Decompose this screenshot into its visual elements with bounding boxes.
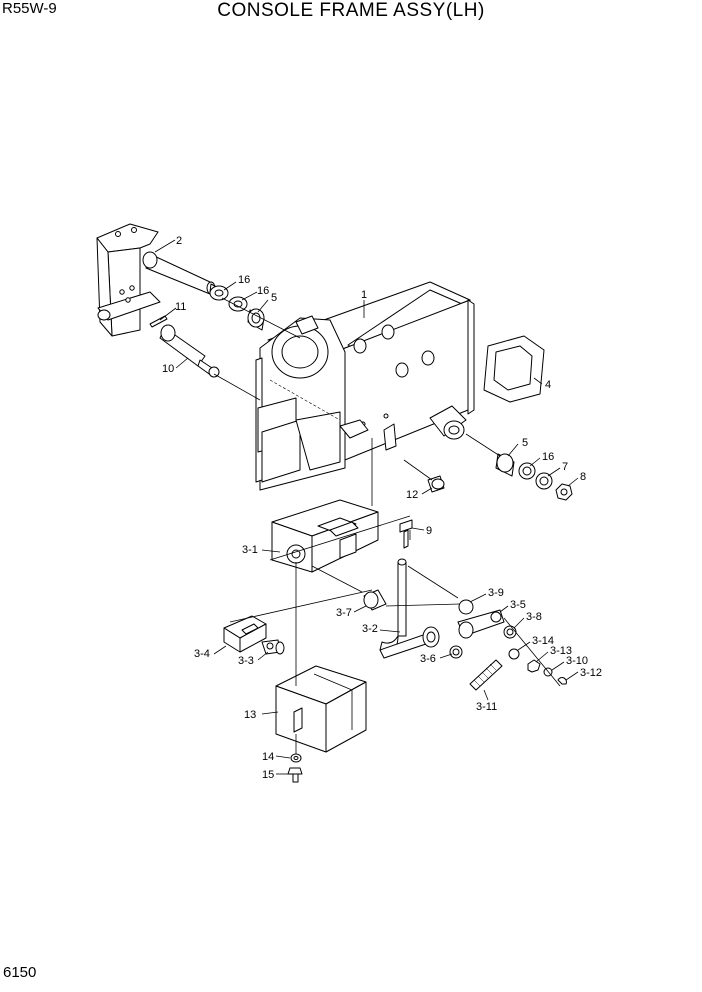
callout-5-upper: 5 bbox=[271, 292, 277, 304]
callout-8: 8 bbox=[580, 471, 586, 483]
part-2-bracket bbox=[96, 223, 223, 337]
callout-3-3: 3-3 bbox=[238, 655, 254, 667]
part-4-grommet bbox=[483, 335, 545, 403]
part-3-1-bracket bbox=[271, 499, 379, 573]
callout-3-5: 3-5 bbox=[510, 599, 526, 611]
part-3-5-link bbox=[457, 609, 505, 639]
part-3-7-bushing bbox=[363, 589, 387, 611]
callout-5-lower: 5 bbox=[522, 437, 528, 449]
callout-1: 1 bbox=[361, 289, 367, 301]
part-14-washer bbox=[290, 753, 302, 763]
callout-12: 12 bbox=[406, 489, 418, 501]
part-3-4-switch bbox=[223, 615, 267, 653]
part-3-11-spring bbox=[469, 659, 503, 691]
callout-16-lower: 16 bbox=[542, 451, 554, 463]
callout-3-8: 3-8 bbox=[526, 611, 542, 623]
part-10-gas-spring bbox=[159, 324, 220, 378]
callout-3-11: 3-11 bbox=[476, 701, 497, 713]
nut-8 bbox=[555, 483, 573, 501]
callout-13: 13 bbox=[244, 709, 256, 721]
callout-16-upper: 16 bbox=[238, 274, 250, 286]
callout-3-14: 3-14 bbox=[532, 635, 554, 647]
part-13-cover bbox=[275, 665, 367, 753]
model-label: R55W-9 bbox=[2, 0, 57, 17]
callout-leaders bbox=[154, 239, 579, 775]
part-3-9-collar bbox=[458, 599, 474, 615]
callout-3-4: 3-4 bbox=[194, 648, 210, 660]
callout-3-7: 3-7 bbox=[336, 607, 352, 619]
callout-2: 2 bbox=[176, 235, 182, 247]
callout-14: 14 bbox=[262, 751, 274, 763]
callout-10: 10 bbox=[162, 363, 174, 375]
callout-16-second: 16 bbox=[257, 285, 269, 297]
part-3-13-nut bbox=[527, 659, 541, 673]
part-11-pin bbox=[149, 315, 168, 328]
page-number: 6150 bbox=[3, 964, 37, 981]
assembly-lines bbox=[213, 297, 561, 754]
callout-4: 4 bbox=[545, 379, 551, 391]
washer-7 bbox=[535, 472, 553, 490]
part-3-6-ring bbox=[449, 645, 463, 659]
part-3-12-clip bbox=[557, 677, 567, 685]
callout-3-9: 3-9 bbox=[488, 587, 504, 599]
callout-11: 11 bbox=[175, 301, 186, 313]
part-15-bolt bbox=[287, 767, 303, 783]
callout-15: 15 bbox=[262, 769, 274, 781]
part-3-2-lever bbox=[379, 558, 440, 659]
washer-16-lower bbox=[518, 462, 536, 480]
page-title: CONSOLE FRAME ASSY(LH) bbox=[217, 0, 485, 21]
callout-3-2: 3-2 bbox=[362, 623, 378, 635]
washer-16-upper bbox=[209, 285, 229, 301]
callout-7: 7 bbox=[562, 461, 568, 473]
callout-labels: 2 16 16 5 1 11 10 4 5 16 7 8 12 9 3-1 3-… bbox=[162, 235, 602, 781]
part-3-14-washer bbox=[508, 648, 520, 660]
bushing-5-lower bbox=[495, 453, 515, 477]
part-3-3-screw bbox=[261, 639, 285, 655]
callout-9: 9 bbox=[426, 525, 432, 537]
callout-3-12: 3-12 bbox=[580, 667, 602, 679]
callout-3-6: 3-6 bbox=[420, 653, 436, 665]
callout-3-13: 3-13 bbox=[550, 645, 572, 657]
callout-3-1: 3-1 bbox=[242, 544, 258, 556]
part-1-console-frame bbox=[255, 281, 475, 491]
callout-3-10: 3-10 bbox=[566, 655, 588, 667]
